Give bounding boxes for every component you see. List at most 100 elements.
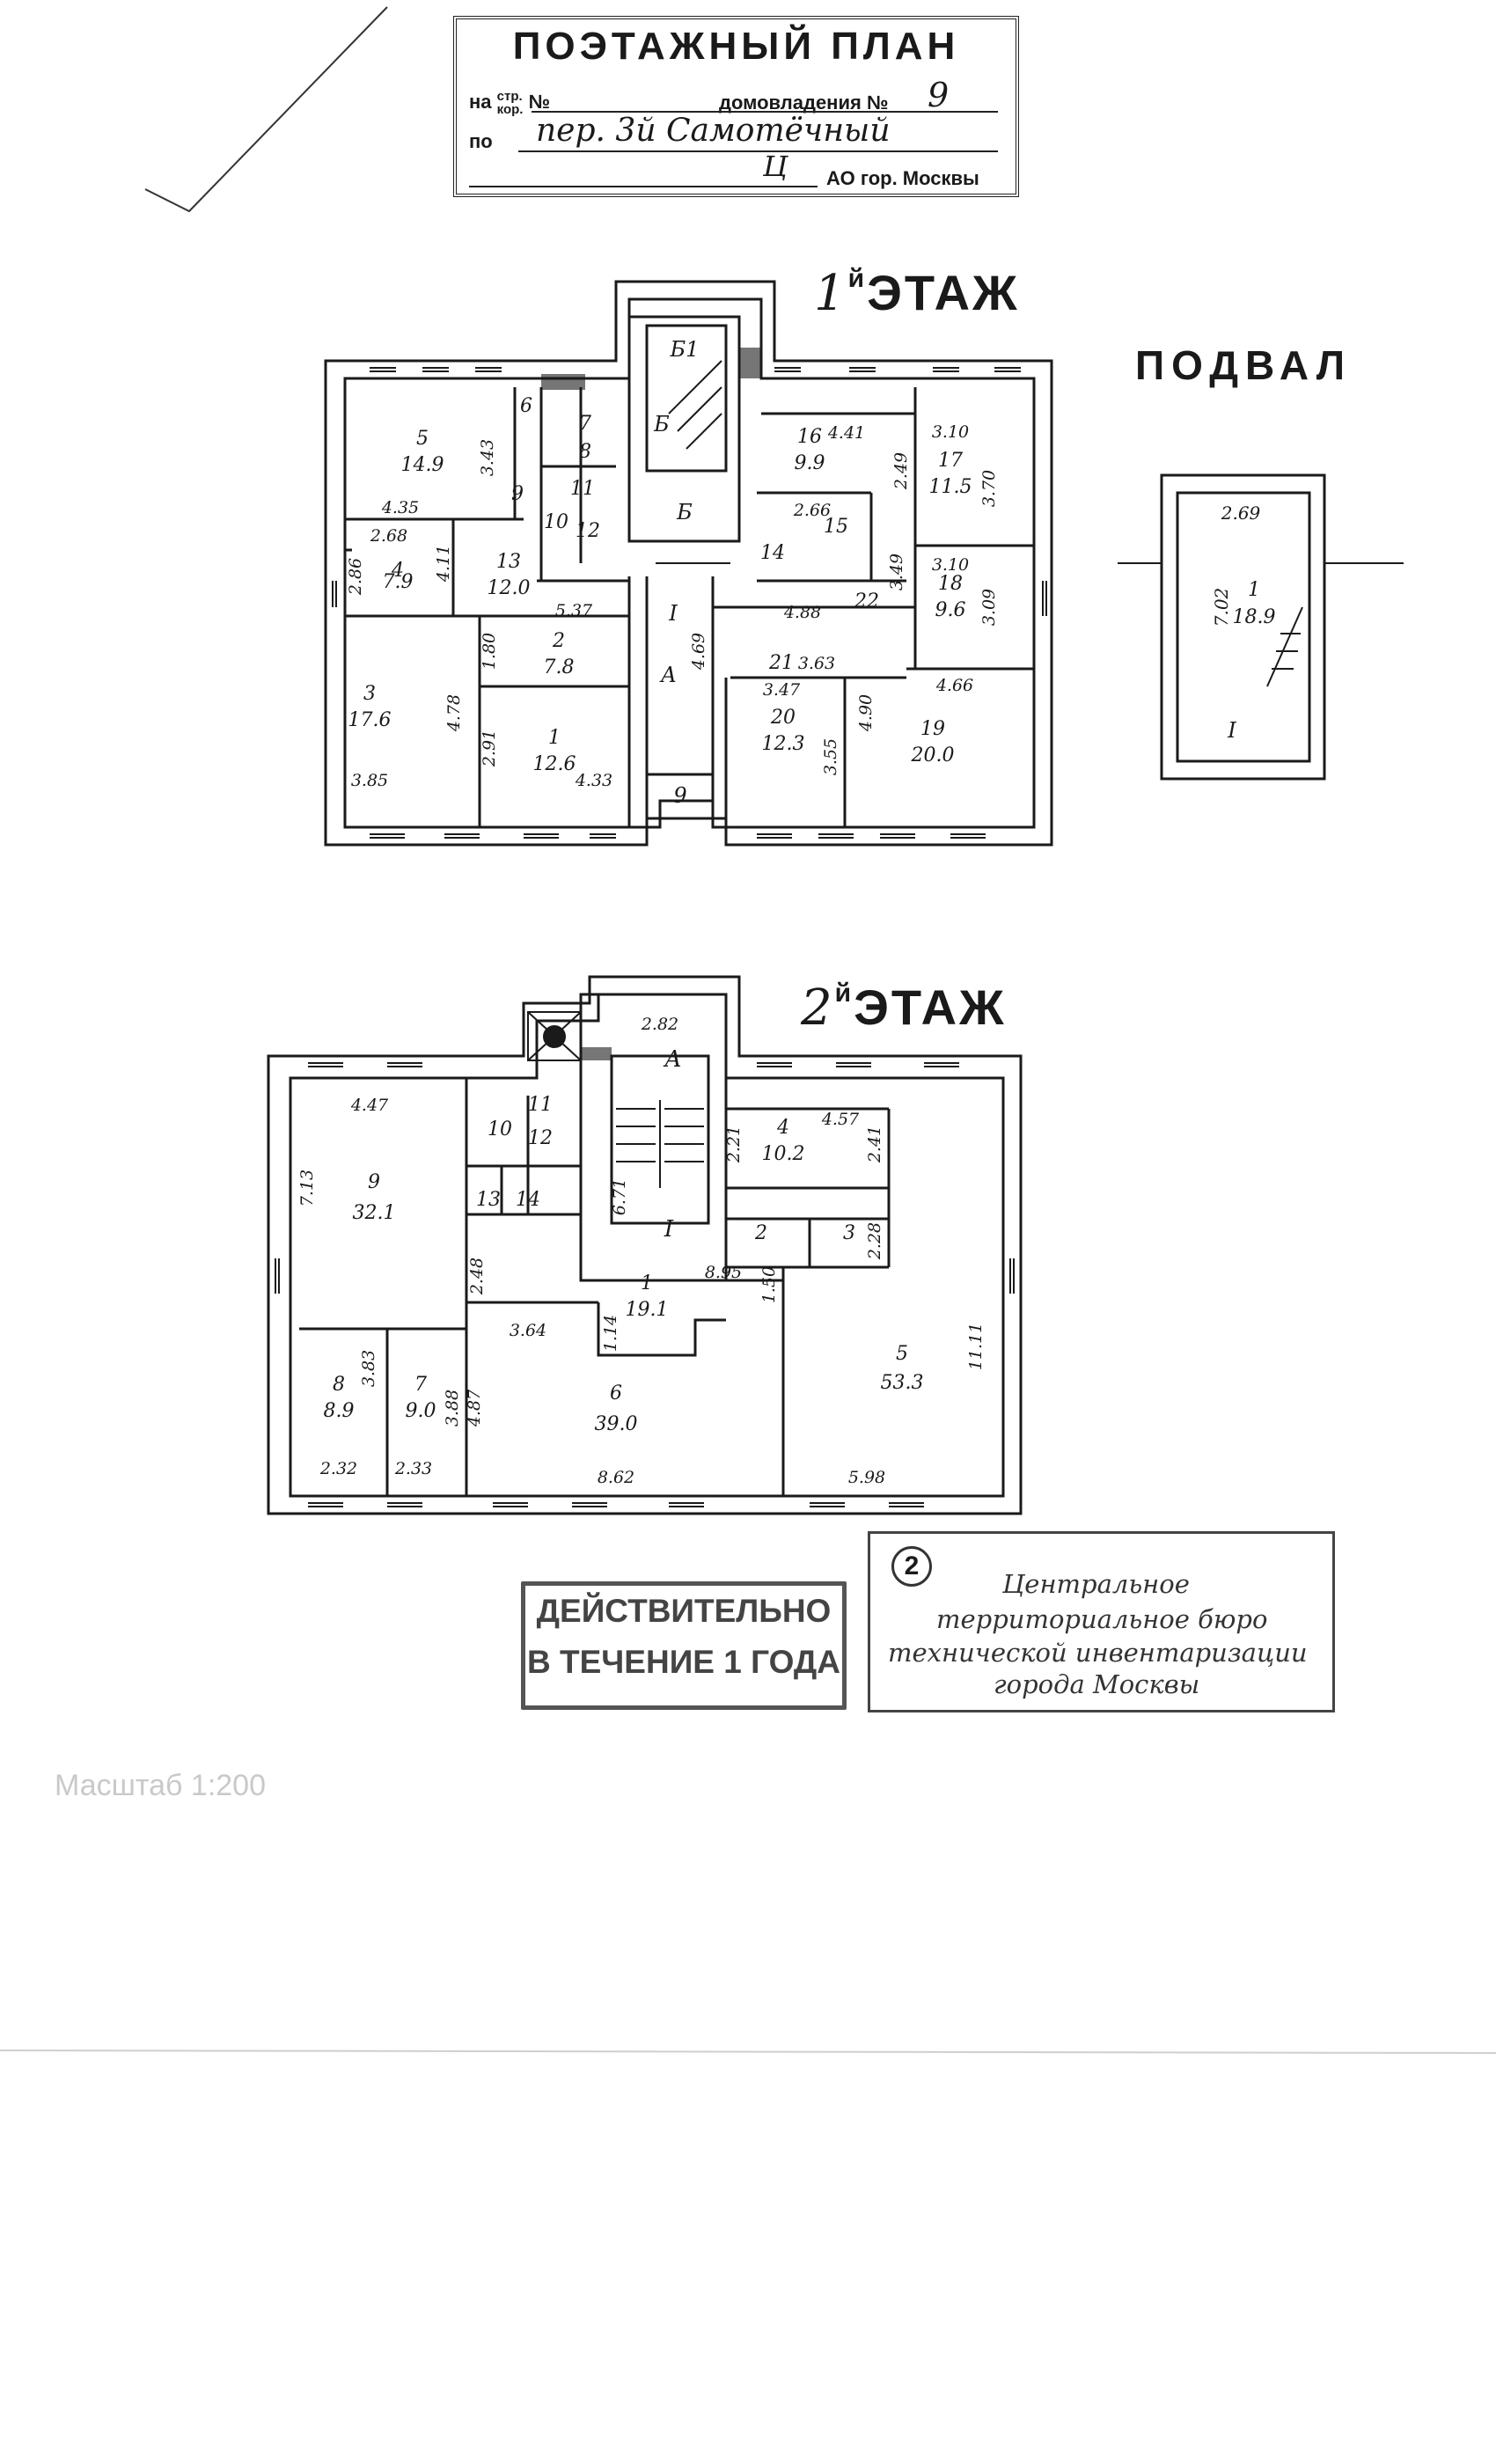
f1-room-num: 17 <box>938 450 963 472</box>
f1-dim: 4.41 <box>827 423 865 443</box>
f1-room-num: 7 <box>579 413 591 435</box>
f2-stair-label: А <box>663 1046 682 1073</box>
f2-room-num: 12 <box>528 1127 553 1149</box>
f2-room-num: 7 <box>414 1374 427 1396</box>
scale-text: Масштаб 1:200 <box>55 1769 266 1802</box>
f2-dim: 3.64 <box>510 1321 546 1340</box>
f1-room-num: 22 <box>854 590 879 612</box>
f1-dim: 2.68 <box>370 526 407 546</box>
f1-dim: 4.66 <box>935 676 973 695</box>
f1-room-area: 12.3 <box>762 733 805 755</box>
title-prefix-na: на <box>469 90 492 113</box>
f1-room-area: 9.6 <box>935 599 966 621</box>
f1-room-area: 7.9 <box>383 571 414 593</box>
f2-dim: 3.83 <box>359 1350 378 1387</box>
district-code: Ц <box>763 150 788 183</box>
f2-room-num: 11 <box>528 1094 553 1116</box>
floor1-etazh: ЭТАЖ <box>867 265 1020 320</box>
title-str-label: стр. <box>496 89 523 104</box>
f2-dim: 11.11 <box>966 1323 986 1370</box>
f1-room-num: 16 <box>797 426 822 448</box>
f1-room-num: 1 <box>548 727 561 749</box>
f2-room-area: 10.2 <box>762 1143 805 1165</box>
f2-dim: 7.13 <box>297 1170 317 1206</box>
f1-dim: 4.35 <box>381 498 419 517</box>
house-number: 9 <box>928 76 950 114</box>
f2-dim: 8.62 <box>598 1468 634 1487</box>
f1-dim: 3.49 <box>887 554 906 590</box>
f2-dim: 1.14 <box>601 1315 620 1352</box>
f1-dim: 4.11 <box>434 545 453 583</box>
floor2-etazh: ЭТАЖ <box>854 979 1007 1035</box>
bti-stamp-number: 2 <box>891 1546 932 1587</box>
f1-room-num: 9 <box>511 483 524 505</box>
f2-room-area: 32.1 <box>353 1202 396 1224</box>
f2-dim: 1.50 <box>759 1266 779 1303</box>
f2-dim: 4.87 <box>465 1389 484 1427</box>
f2-dim: 2.32 <box>319 1459 357 1478</box>
f2-room-num: 4 <box>776 1117 789 1139</box>
f2-room-num: 1 <box>641 1272 653 1294</box>
f2-room-area: 8.9 <box>324 1400 355 1422</box>
f2-dim: 2.48 <box>467 1258 487 1295</box>
street-prefix: по <box>469 130 493 152</box>
f1-dim: 3.85 <box>351 771 388 790</box>
f2-room-num: 6 <box>610 1382 622 1404</box>
f1-dim: 2.86 <box>346 558 365 596</box>
f1-room-num: 3 <box>363 683 376 705</box>
title-kor-label: кор. <box>496 102 524 117</box>
title-rules <box>469 111 998 187</box>
f2-dim: 2.82 <box>641 1015 678 1034</box>
f1-dim: 2.66 <box>793 501 831 520</box>
f1-room-num: 5 <box>416 428 429 450</box>
f2-room-num: 8 <box>333 1374 345 1396</box>
f1-room-num: 15 <box>824 516 848 538</box>
f1-stair-label: Б <box>653 412 670 436</box>
f1-dim: 4.88 <box>783 603 821 622</box>
f1-room-num: 4 <box>391 560 404 582</box>
f1-dim: 5.37 <box>555 601 593 620</box>
f1-dim: 2.91 <box>480 730 499 767</box>
f1-room-num: 10 <box>544 511 568 533</box>
f1-stair-label: Б <box>676 500 693 524</box>
f1-room-area: 20.0 <box>911 744 955 766</box>
f1-room-num: 20 <box>770 707 796 729</box>
street-name: пер. 3й Самотёчный <box>536 113 891 149</box>
f1-room-num: 18 <box>938 573 963 595</box>
f1-room-area: 11.5 <box>929 476 972 498</box>
f1-room-area: 9.9 <box>795 452 825 474</box>
f2-room-num: 9 <box>368 1171 380 1193</box>
f2-room-area: 53.3 <box>881 1372 924 1394</box>
f1-stair-label: Б1 <box>670 337 700 362</box>
f1-room-num: 21 <box>768 652 794 674</box>
f2-room-area: 39.0 <box>595 1413 638 1435</box>
f2-stair-label: I <box>664 1216 674 1243</box>
f2-room-num: 13 <box>476 1189 501 1211</box>
f1-stair-label: 9 <box>673 783 686 808</box>
f2-dim: 8.95 <box>705 1263 742 1282</box>
f2-dim: 4.57 <box>821 1110 860 1129</box>
f2-room-num: 2 <box>754 1222 767 1244</box>
floor2-suffix: й <box>834 979 854 1008</box>
basement-dim: 7.02 <box>1211 588 1232 627</box>
f1-dim: 3.09 <box>979 589 999 626</box>
f1-dim: 3.63 <box>798 654 835 673</box>
validity-stamp: ДЕЙСТВИТЕЛЬНО В ТЕЧЕНИЕ 1 ГОДА <box>521 1581 847 1710</box>
title-block: ПОЭТАЖНЫЙ ПЛАН на стр. кор. № домовладен… <box>453 16 1019 197</box>
basement-roman: I <box>1227 718 1236 743</box>
f2-dim: 4.47 <box>350 1096 389 1115</box>
bti-line3: технической инвентаризации <box>888 1638 1308 1668</box>
f2-dim: 2.33 <box>394 1459 432 1478</box>
f1-dim: 3.10 <box>932 422 969 442</box>
plan-title: ПОЭТАЖНЫЙ ПЛАН <box>512 25 960 68</box>
f1-room-num: 11 <box>570 478 595 500</box>
floor1-suffix: й <box>847 264 868 293</box>
f1-dim: 4.90 <box>856 694 876 732</box>
bti-line4: города Москвы <box>994 1669 1200 1699</box>
f2-room-num: 3 <box>843 1222 855 1244</box>
f1-stair-label: А <box>659 663 677 687</box>
f1-dim: 4.33 <box>575 771 612 790</box>
f1-dim: 2.49 <box>891 452 911 490</box>
f1-room-num: 19 <box>920 718 945 740</box>
